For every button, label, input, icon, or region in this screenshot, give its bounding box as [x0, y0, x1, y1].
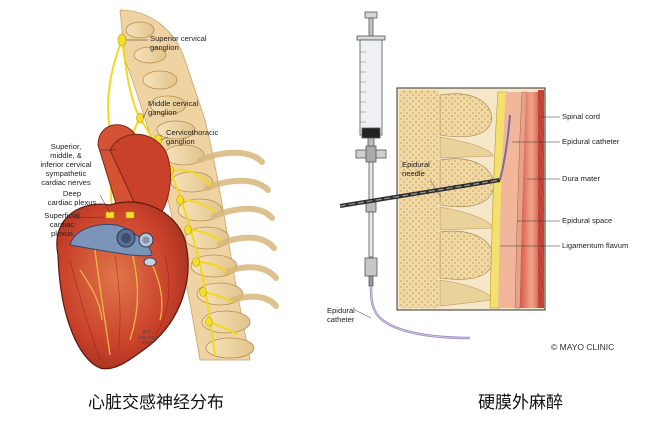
cardiac-sympathetic-illustration	[56, 9, 279, 370]
plexus-markers	[105, 211, 135, 219]
label-middle-cervical-ganglion: Middle cervical ganglion	[148, 99, 199, 117]
label-superior-cervical-ganglion: Superior cervical ganglion	[150, 34, 207, 52]
label-spinal-cord: Spinal cord	[562, 112, 600, 121]
label-deep-cardiac-plexus: Deep cardiac plexus	[47, 189, 97, 207]
left-leader-lines	[75, 39, 169, 219]
right-leader-lines	[354, 116, 560, 319]
spine-vertebrae	[119, 9, 279, 361]
label-ligamentum-flavum: Ligamentum flavum	[562, 241, 629, 250]
caption-epidural-anesthesia: 硬膜外麻醉	[478, 393, 563, 413]
spine-cross-section	[339, 87, 546, 311]
label-dura-mater: Dura mater	[562, 174, 600, 183]
label-epidural-catheter: Epidural catheter	[562, 137, 620, 146]
syringe	[355, 11, 387, 287]
label-cervicothoracic-ganglion: Cervicothoracic ganglion	[166, 128, 219, 146]
label-superficial-cardiac-plexus: Superficial cardiac plexus	[44, 211, 80, 238]
heart	[56, 124, 189, 370]
artist-signature: D.F. ©MAYO 2009	[138, 330, 156, 347]
epidural-illustration	[339, 11, 560, 340]
label-epidural-space: Epidural space	[562, 216, 613, 225]
caption-cardiac-sympathetic: 心脏交感神经分布	[88, 393, 224, 413]
label-epidural-catheter-tube: Epidural catheter	[327, 306, 355, 324]
label-epidural-needle: Epidural needle	[402, 160, 430, 178]
mayo-clinic-credit: © MAYO CLINIC	[551, 342, 615, 352]
label-sympathetic-cardiac-nerves: Superior, middle, & inferior cervical sy…	[40, 142, 92, 187]
